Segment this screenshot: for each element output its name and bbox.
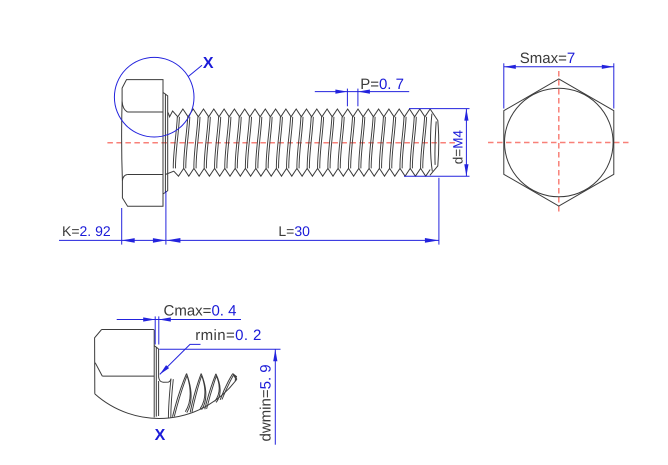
svg-text:K=2. 92: K=2. 92 bbox=[62, 223, 111, 239]
svg-text:d=M4: d=M4 bbox=[451, 130, 466, 165]
svg-text:X: X bbox=[155, 427, 166, 444]
svg-text:Smax=7: Smax=7 bbox=[520, 50, 575, 67]
svg-text:L=30: L=30 bbox=[278, 223, 310, 239]
svg-text:P=0. 7: P=0. 7 bbox=[360, 76, 404, 93]
svg-text:Cmax=0. 4: Cmax=0. 4 bbox=[164, 302, 237, 319]
svg-text:X: X bbox=[203, 55, 214, 72]
svg-text:rmin=0. 2: rmin=0. 2 bbox=[195, 327, 262, 344]
svg-text:dwmin=5. 9: dwmin=5. 9 bbox=[258, 364, 275, 441]
